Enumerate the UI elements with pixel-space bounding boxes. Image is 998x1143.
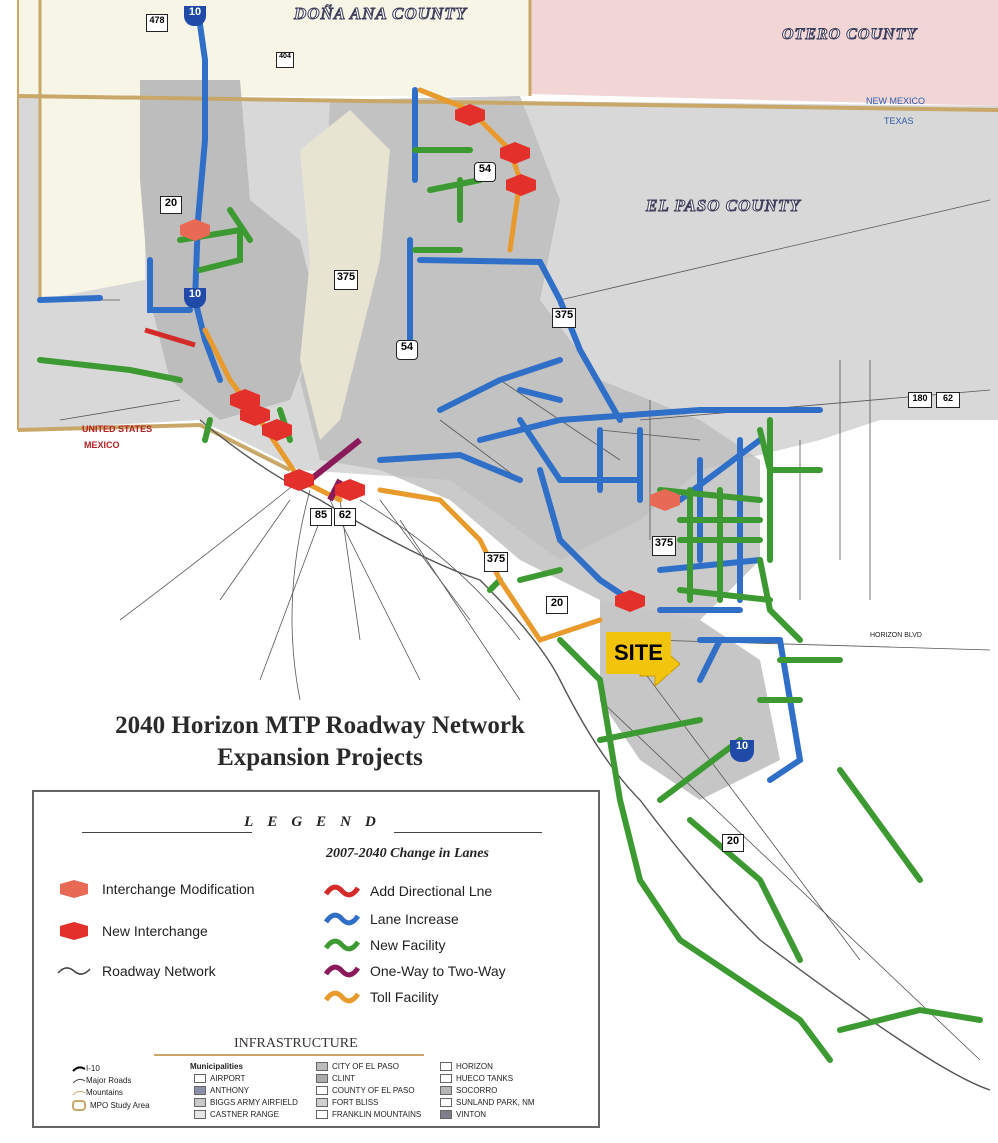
legend-new-facility: New Facility [324, 936, 445, 954]
roadway-network-icon [57, 967, 91, 975]
legend-lane-increase: Lane Increase [324, 910, 459, 928]
muni-county-el-paso: COUNTY OF EL PASO [316, 1086, 415, 1095]
site-marker: SITE [606, 632, 671, 674]
legend-add-directional: Add Directional Lne [324, 882, 492, 900]
map-title-line1: 2040 Horizon MTP Roadway Network [115, 712, 525, 739]
legend-label: New Interchange [102, 923, 208, 939]
infra-major-roads: Major Roads [72, 1076, 131, 1085]
us54-shield-south: 54 [396, 340, 418, 360]
us20-shield-b: 20 [546, 596, 568, 614]
legend-label: New Facility [370, 937, 446, 953]
legend-label: One-Way to Two-Way [370, 963, 506, 979]
infrastructure-title: INFRASTRUCTURE [234, 1036, 358, 1051]
infra-i10: I-10 [72, 1064, 100, 1073]
us62b-shield: 62 [936, 392, 960, 408]
new-facility-icon [324, 938, 360, 952]
legend-label: Toll Facility [370, 989, 439, 1005]
loop375-shield-d: 375 [484, 552, 508, 572]
interchange-mod-icon [60, 880, 88, 898]
muni-socorro: SOCORRO [440, 1086, 497, 1095]
toll-facility-icon [324, 990, 360, 1004]
map-title: 2040 Horizon MTP Roadway Network Expansi… [60, 710, 580, 774]
infra-mountains: Mountains [72, 1088, 123, 1097]
us20-shield-c: 20 [722, 834, 744, 852]
legend-toll-facility: Toll Facility [324, 988, 438, 1006]
new-interchange-icon [60, 922, 88, 940]
muni-hueco: HUECO TANKS [440, 1074, 513, 1083]
site-label: SITE [606, 632, 671, 674]
us54-shield-north: 54 [474, 162, 496, 182]
us180-shield: 180 [908, 392, 932, 408]
urban-northwest [140, 80, 320, 420]
loop375-shield-b: 375 [552, 308, 576, 328]
infra-mpo-area: MPO Study Area [72, 1100, 150, 1111]
dona-ana-county-label: DOÑA ANA COUNTY [293, 4, 468, 24]
legend-new-interchange: New Interchange [56, 922, 208, 940]
legend-interchange-mod: Interchange Modification [56, 880, 255, 898]
legend-label: Roadway Network [102, 963, 216, 979]
muni-sunland: SUNLAND PARK, NM [440, 1098, 535, 1107]
lane-increase-icon [324, 912, 360, 926]
infrastructure-rule [154, 1054, 424, 1056]
muni-castner: CASTNER RANGE [194, 1110, 279, 1119]
muni-franklin: FRANKLIN MOUNTAINS [316, 1110, 421, 1119]
i10-shield-bottom: 10 [730, 740, 754, 762]
loop375-shield-a: 375 [334, 270, 358, 290]
legend-label: Add Directional Lne [370, 883, 493, 899]
otero-county-label: OTERO COUNTY [781, 26, 918, 44]
muni-city-el-paso: CITY OF EL PASO [316, 1062, 399, 1071]
i10-shield-mid: 10 [184, 288, 206, 308]
muni-vinton: VINTON [440, 1110, 486, 1119]
us20-shield-a: 20 [160, 196, 182, 214]
texas-label: TEXAS [884, 116, 914, 126]
muni-biggs: BIGGS ARMY AIRFIELD [194, 1098, 298, 1107]
add-directional-icon [324, 884, 360, 898]
legend-roadway-network: Roadway Network [56, 962, 216, 980]
us85-shield: 85 [310, 508, 332, 526]
legend-subheading: 2007-2040 Change in Lanes [326, 846, 489, 861]
legend-box: LEGEND 2007-2040 Change in Lanes Interch… [32, 790, 600, 1128]
el-paso-county-label: EL PASO COUNTY [646, 196, 801, 216]
map-title-line2: Expansion Projects [217, 744, 423, 771]
muni-fort-bliss: FORT BLISS [316, 1098, 378, 1107]
legend-heading: LEGEND [244, 814, 390, 830]
legend-rule-right [394, 832, 542, 833]
united-states-label: UNITED STATES [82, 424, 153, 434]
us478-shield: 478 [146, 14, 168, 32]
legend-label: Lane Increase [370, 911, 459, 927]
us62-shield: 62 [334, 508, 356, 526]
muni-clint: CLINT [316, 1074, 355, 1083]
legend-label: Interchange Modification [102, 881, 255, 897]
muni-horizon: HORIZON [440, 1062, 493, 1071]
horizon-blvd-label: HORIZON BLVD [870, 632, 922, 639]
otero-county-region [530, 0, 998, 106]
one-way-icon [324, 964, 360, 978]
municipalities-header: Municipalities [190, 1062, 243, 1071]
i10-shield-top: 10 [184, 6, 206, 26]
us404-shield: 404 [276, 52, 294, 68]
new-mexico-label: NEW MEXICO [866, 96, 926, 106]
muni-airport: AIRPORT [194, 1074, 245, 1083]
muni-anthony: ANTHONY [194, 1086, 249, 1095]
mexico-label: MEXICO [84, 440, 120, 450]
legend-one-way: One-Way to Two-Way [324, 962, 506, 980]
loop375-shield-c: 375 [652, 536, 676, 556]
legend-rule-left [82, 832, 252, 833]
